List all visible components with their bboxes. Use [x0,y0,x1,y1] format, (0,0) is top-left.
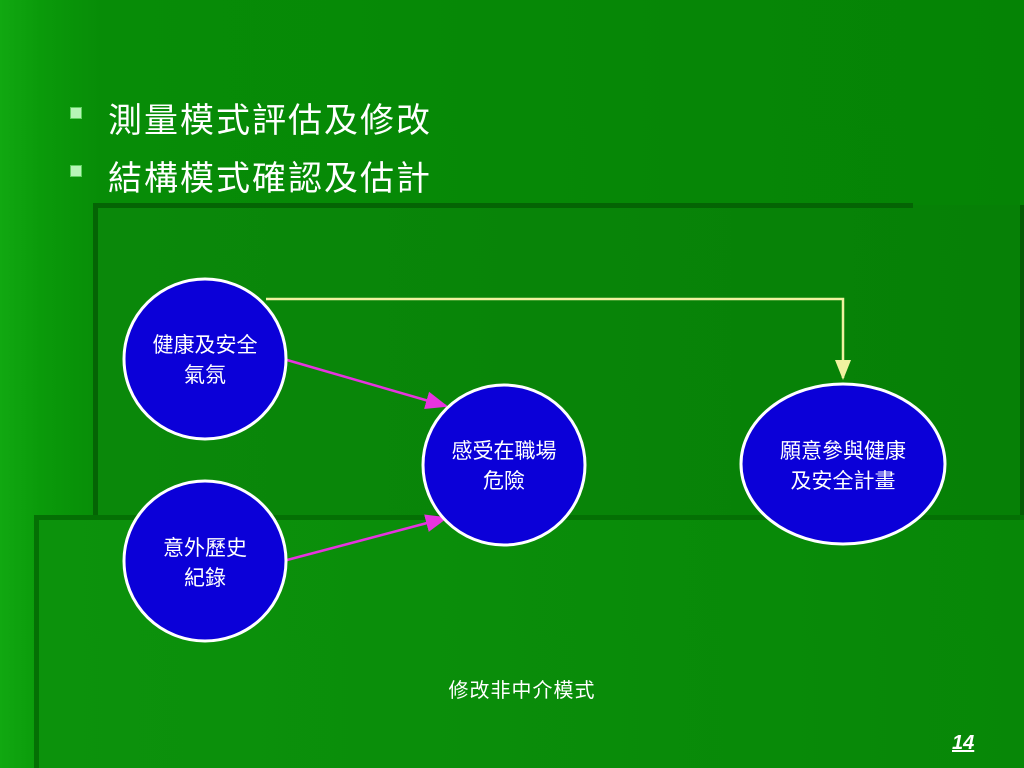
node-safety-climate [122,277,288,441]
arrow-climate-to-risk [286,358,449,410]
node-willingness [739,382,947,546]
bullet-text: 測量模式評估及修改 [108,100,432,141]
panel-upper-edge-left [93,203,98,517]
panel-upper-edge-top [95,203,913,208]
arrow-climate-to-willing [266,297,851,380]
node-label-accident-history: 意外歷史 紀錄 [163,536,247,590]
diagram-caption: 修改非中介模式 [448,678,596,702]
bullet-text: 結構模式確認及估計 [108,158,432,199]
square-bullet-icon [70,165,82,177]
node-accident-history [122,479,288,643]
node-label-perceived-risk: 感受在職場 危險 [451,439,557,493]
bullet-item-structure: 結構模式確認及估計 [70,146,432,204]
node-label-safety-climate: 健康及安全 氣氛 [152,333,258,387]
bullet-list: 測量模式評估及修改 結構模式確認及估計 [70,88,432,204]
square-bullet-icon [70,107,82,119]
node-perceived-risk [421,383,587,547]
panel-lower-edge-left [34,515,39,768]
arrow-accident-to-risk [286,514,449,562]
page-number: 14 [952,732,975,754]
bullet-item-measurement: 測量模式評估及修改 [70,88,432,146]
node-label-willingness: 願意參與健康 及安全計畫 [780,439,906,493]
